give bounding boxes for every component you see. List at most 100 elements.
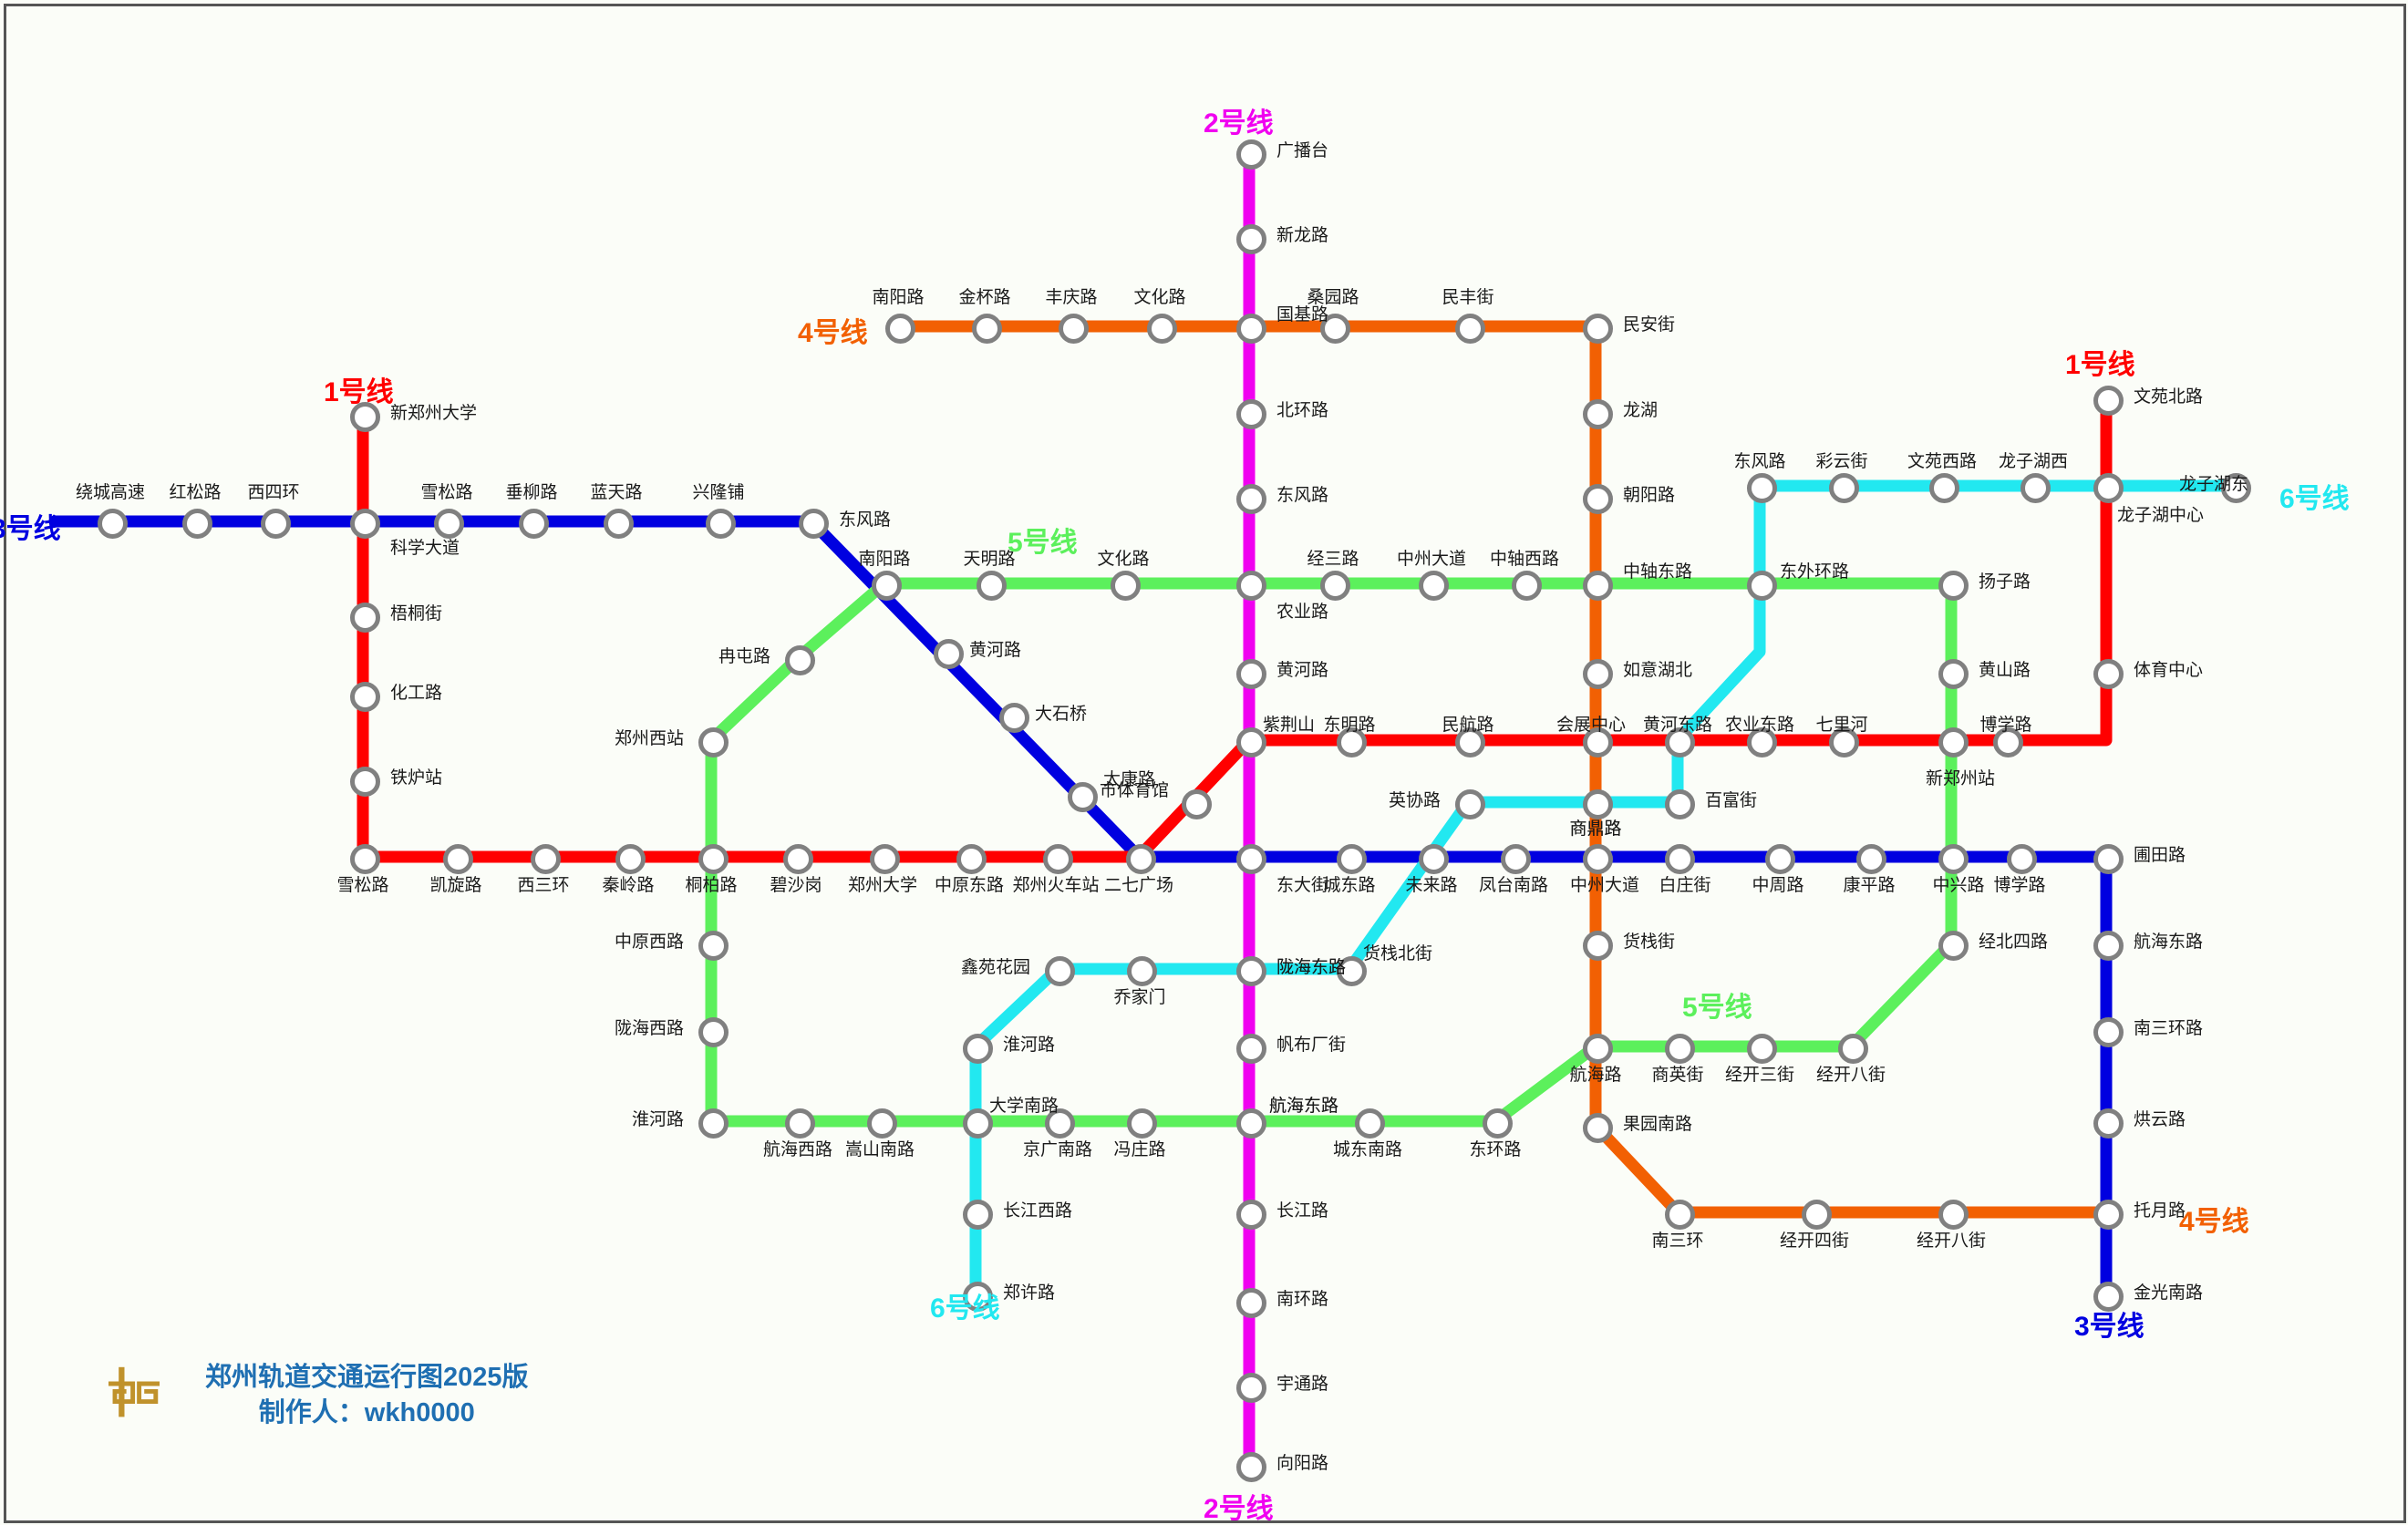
station-marker[interactable] <box>2093 473 2124 503</box>
station-marker[interactable] <box>1665 1034 1695 1064</box>
station-marker[interactable] <box>1419 844 1449 874</box>
station-marker[interactable] <box>1747 473 1777 503</box>
station-marker[interactable] <box>783 844 813 874</box>
station-marker[interactable] <box>785 1108 815 1139</box>
station-marker[interactable] <box>1045 1108 1075 1139</box>
station-marker[interactable] <box>2093 844 2124 874</box>
station-marker[interactable] <box>443 844 473 874</box>
station-marker[interactable] <box>350 603 380 633</box>
station-marker[interactable] <box>1938 1200 1969 1230</box>
station-marker[interactable] <box>698 844 729 874</box>
station-marker[interactable] <box>872 571 902 601</box>
station-marker[interactable] <box>98 509 128 539</box>
station-marker[interactable] <box>1938 931 1969 961</box>
station-marker[interactable] <box>1993 727 2023 757</box>
station-marker[interactable] <box>1583 314 1613 344</box>
station-marker[interactable] <box>1501 844 1531 874</box>
station-marker[interactable] <box>1045 956 1075 986</box>
station-marker[interactable] <box>1583 931 1613 961</box>
station-marker[interactable] <box>1068 782 1098 812</box>
station-marker[interactable] <box>977 571 1007 601</box>
station-marker[interactable] <box>2093 386 2124 416</box>
station-marker[interactable] <box>1583 789 1613 819</box>
station-marker[interactable] <box>1236 956 1266 986</box>
station-marker[interactable] <box>1583 571 1613 601</box>
station-marker[interactable] <box>1236 1034 1266 1064</box>
station-marker[interactable] <box>519 509 549 539</box>
station-marker[interactable] <box>1236 659 1266 689</box>
station-marker[interactable] <box>2093 659 2124 689</box>
station-marker[interactable] <box>350 509 380 539</box>
station-marker[interactable] <box>2007 844 2037 874</box>
station-marker[interactable] <box>1512 571 1542 601</box>
station-marker[interactable] <box>261 509 291 539</box>
station-marker[interactable] <box>1665 789 1695 819</box>
station-marker[interactable] <box>963 1200 993 1230</box>
station-marker[interactable] <box>698 931 729 961</box>
station-marker[interactable] <box>2093 1200 2124 1230</box>
station-marker[interactable] <box>350 682 380 712</box>
station-marker[interactable] <box>1126 844 1156 874</box>
station-marker[interactable] <box>2093 1108 2124 1139</box>
station-marker[interactable] <box>350 844 380 874</box>
station-marker[interactable] <box>1938 844 1969 874</box>
station-marker[interactable] <box>434 509 464 539</box>
station-marker[interactable] <box>1320 571 1350 601</box>
station-marker[interactable] <box>1236 1288 1266 1318</box>
station-marker[interactable] <box>2093 1017 2124 1047</box>
station-marker[interactable] <box>1838 1034 1868 1064</box>
station-marker[interactable] <box>1583 659 1613 689</box>
station-marker[interactable] <box>1236 1200 1266 1230</box>
station-marker[interactable] <box>1043 844 1073 874</box>
station-marker[interactable] <box>1665 727 1695 757</box>
station-marker[interactable] <box>1059 314 1089 344</box>
station-marker[interactable] <box>1236 314 1266 344</box>
station-marker[interactable] <box>2020 473 2051 503</box>
station-marker[interactable] <box>531 844 561 874</box>
station-marker[interactable] <box>1938 571 1969 601</box>
station-marker[interactable] <box>1455 314 1485 344</box>
station-marker[interactable] <box>934 639 964 669</box>
station-marker[interactable] <box>1455 789 1485 819</box>
station-marker[interactable] <box>1829 727 1859 757</box>
station-marker[interactable] <box>1829 473 1859 503</box>
station-marker[interactable] <box>1337 956 1367 986</box>
station-marker[interactable] <box>999 703 1029 733</box>
station-marker[interactable] <box>604 509 634 539</box>
station-marker[interactable] <box>350 767 380 797</box>
station-marker[interactable] <box>1355 1108 1385 1139</box>
station-marker[interactable] <box>1111 571 1141 601</box>
station-marker[interactable] <box>698 1108 729 1139</box>
station-marker[interactable] <box>1182 789 1212 819</box>
station-marker[interactable] <box>1747 1034 1777 1064</box>
station-marker[interactable] <box>1765 844 1795 874</box>
station-marker[interactable] <box>1236 571 1266 601</box>
station-marker[interactable] <box>1236 139 1266 170</box>
station-marker[interactable] <box>1337 844 1367 874</box>
station-marker[interactable] <box>1665 1200 1695 1230</box>
station-marker[interactable] <box>1938 659 1969 689</box>
station-marker[interactable] <box>1127 1108 1157 1139</box>
station-marker[interactable] <box>1802 1200 1832 1230</box>
station-marker[interactable] <box>1236 224 1266 254</box>
station-marker[interactable] <box>698 727 729 757</box>
station-marker[interactable] <box>1929 473 1959 503</box>
station-marker[interactable] <box>1147 314 1177 344</box>
station-marker[interactable] <box>2093 1282 2124 1312</box>
station-marker[interactable] <box>1856 844 1886 874</box>
station-marker[interactable] <box>1747 727 1777 757</box>
station-marker[interactable] <box>1337 727 1367 757</box>
station-marker[interactable] <box>1419 571 1449 601</box>
station-marker[interactable] <box>182 509 212 539</box>
station-marker[interactable] <box>1747 571 1777 601</box>
station-marker[interactable] <box>1127 956 1157 986</box>
station-marker[interactable] <box>1236 727 1266 757</box>
station-marker[interactable] <box>1583 844 1613 874</box>
station-marker[interactable] <box>1320 314 1350 344</box>
station-marker[interactable] <box>1483 1108 1513 1139</box>
station-marker[interactable] <box>1583 1034 1613 1064</box>
station-marker[interactable] <box>799 509 829 539</box>
station-marker[interactable] <box>1583 399 1613 429</box>
station-marker[interactable] <box>885 314 915 344</box>
station-marker[interactable] <box>1583 727 1613 757</box>
